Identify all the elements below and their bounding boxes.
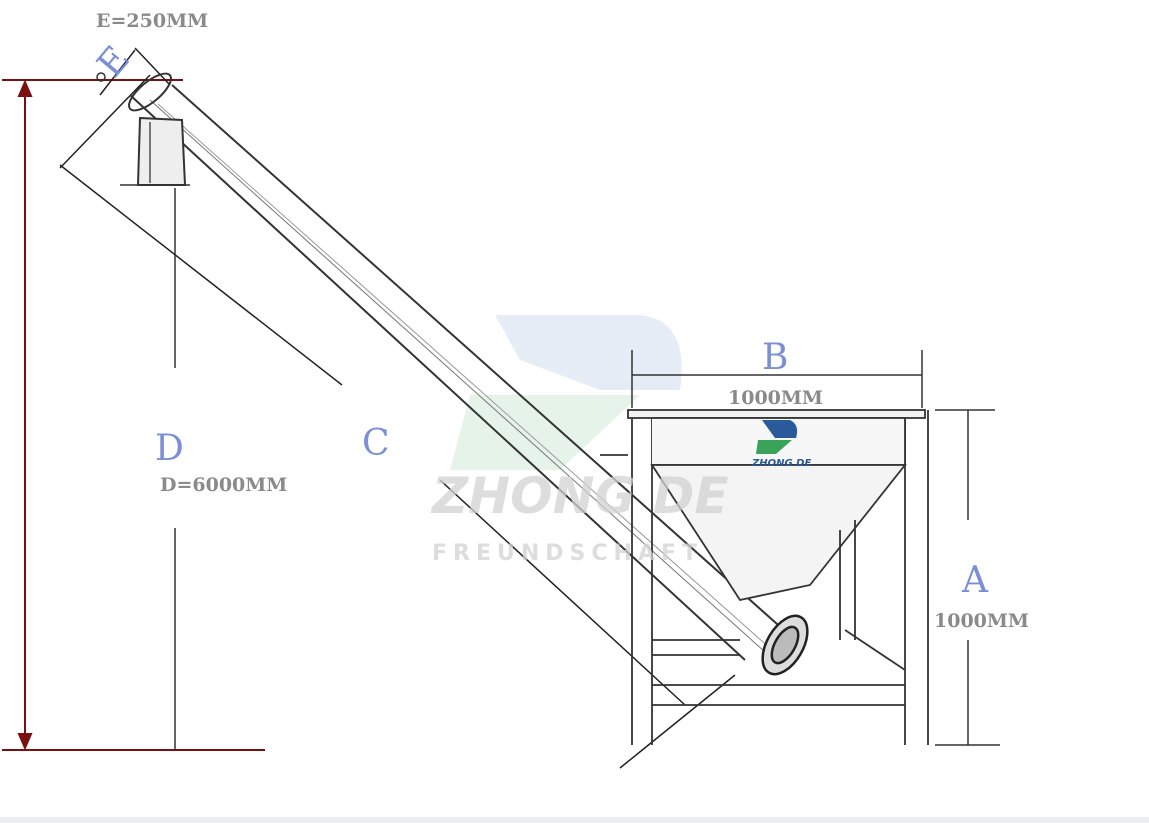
- c-letter: C: [362, 423, 390, 464]
- conveyor-tube: [128, 72, 796, 661]
- watermark-title: ZHONG DE: [430, 467, 729, 525]
- e-dimension-label: E=250MM: [96, 10, 208, 32]
- a-dimension-lines: [935, 409, 1000, 746]
- b-dimension-lines: [631, 350, 923, 408]
- a-letter: A: [961, 560, 989, 601]
- motor-pulley: [761, 614, 809, 676]
- a-dimension-label: 1000MM: [934, 610, 1029, 632]
- hopper-logo: ZHONG DE: [751, 420, 811, 469]
- b-dimension-label: 1000MM: [728, 387, 823, 409]
- diameter-symbol-icon: [96, 72, 106, 82]
- logo-text: ZHONG DE: [751, 458, 811, 469]
- c-dimension-lines: [59, 47, 736, 769]
- watermark-logo: [450, 315, 682, 470]
- watermark-subtitle: FREUNDSCHAFT: [432, 541, 703, 566]
- b-letter: B: [762, 337, 788, 378]
- discharge-outlet: [136, 116, 187, 186]
- d-dimension-label: D=6000MM: [160, 474, 287, 496]
- d-dimension-lines: [2, 79, 265, 751]
- d-letter: D: [155, 428, 184, 469]
